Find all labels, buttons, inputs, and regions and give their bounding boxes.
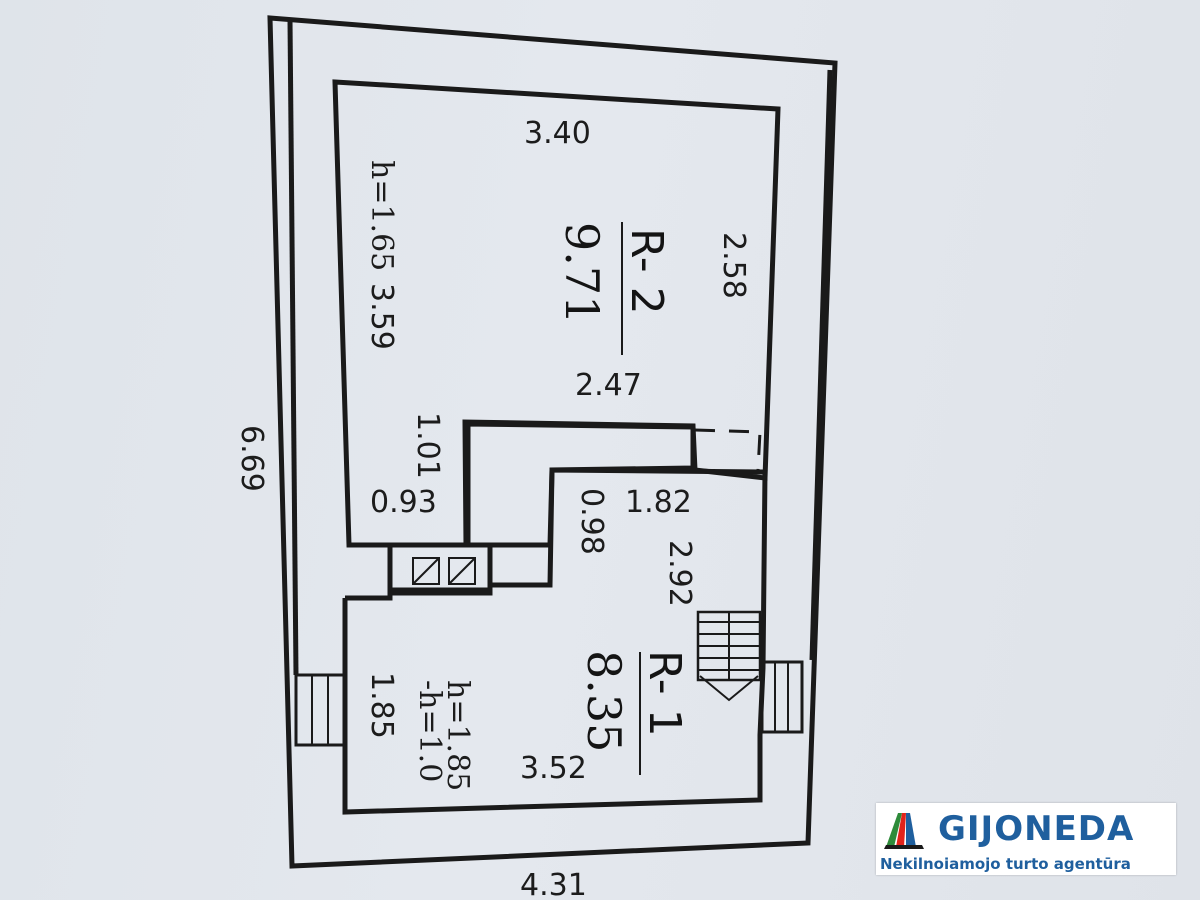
dim-r1-height-note: h=1.85 — [440, 680, 475, 791]
window-right — [760, 660, 804, 734]
dim-r1-left: 1.85 — [364, 672, 399, 739]
dim-stair-bottom: 0.93 — [370, 485, 437, 520]
vent-flue-right — [448, 557, 476, 585]
dim-stair-left: 1.01 — [410, 412, 445, 479]
vent-flue-left — [412, 557, 440, 585]
dim-stair-inner: 0.98 — [574, 488, 609, 555]
dim-outer-bottom: 4.31 — [520, 868, 587, 900]
chimney-box — [387, 542, 493, 596]
door-opening-dashed-bottom — [694, 468, 761, 474]
staircase — [696, 610, 762, 702]
door-opening-dashed — [694, 428, 762, 471]
dim-r1-height-note2: -h=1.0 — [412, 680, 447, 782]
left-wall-lower — [287, 19, 299, 676]
dim-r2-bottom: 2.47 — [575, 368, 642, 403]
dim-r2-left: 3.59 — [364, 283, 399, 350]
logo-mark-icon — [884, 813, 924, 849]
logo-tagline: Nekilnoiamojo turto agentūra — [880, 855, 1131, 873]
room-r2-area: 9.71 — [555, 222, 609, 324]
dim-r1-top: 1.82 — [625, 485, 692, 520]
room-r1-id: R- 1 — [639, 650, 690, 737]
logo-brand-name: GIJONEDA — [938, 809, 1135, 849]
window-left — [294, 673, 346, 747]
dim-outer-left: 6.69 — [234, 425, 269, 492]
stair-partition — [465, 421, 696, 588]
room-r1-area: 8.35 — [577, 650, 631, 752]
room-r2-id: R- 2 — [621, 228, 672, 315]
dim-r1-right: 2.92 — [662, 540, 697, 607]
dim-r2-top: 3.40 — [524, 116, 591, 151]
dim-r2-right: 2.58 — [716, 232, 751, 299]
dim-r2-height-note: h=1.65 — [364, 160, 399, 271]
right-wall-lower — [809, 69, 833, 661]
agency-logo[interactable]: GIJONEDA Nekilnoiamojo turto agentūra — [876, 803, 1176, 875]
outer-wall-outline — [267, 15, 838, 869]
dim-r1-bottom: 3.52 — [520, 751, 587, 786]
